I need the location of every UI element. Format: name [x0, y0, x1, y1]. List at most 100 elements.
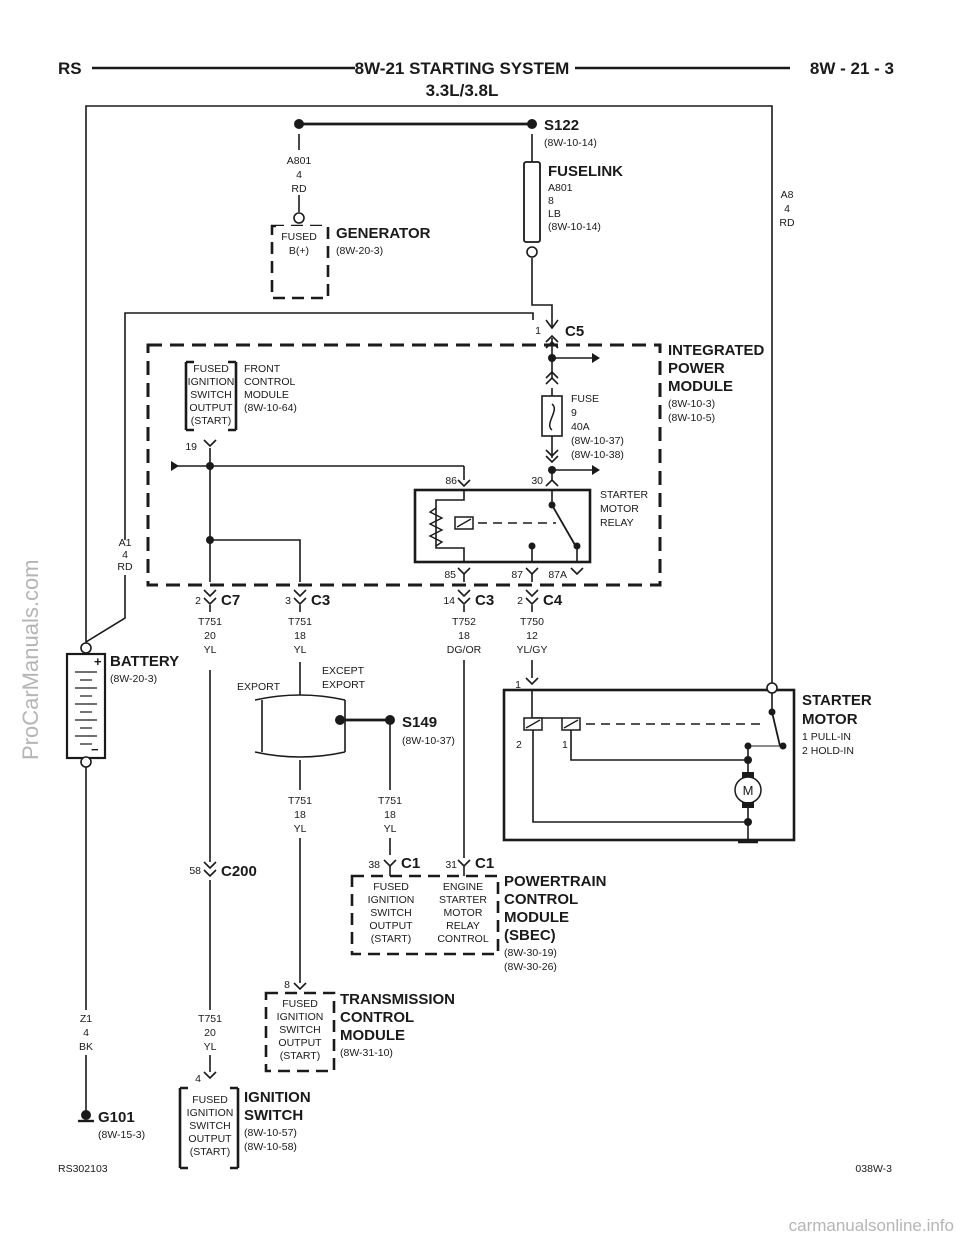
- pcm-pinB-4: RELAY: [446, 920, 480, 932]
- c7-pin: 2: [195, 595, 201, 607]
- t751-c3-color: YL: [294, 644, 307, 656]
- option-export-label: EXPORT: [237, 681, 281, 693]
- ipm-node-fuse: [548, 466, 556, 474]
- relay-pin-87a: 87A: [548, 569, 567, 581]
- wire-label-a1: A1 4 RD: [117, 537, 133, 573]
- tcm-pin-line2: IGNITION: [277, 1011, 324, 1023]
- tcm-pin-chevron: [293, 982, 307, 991]
- s149-right-node: [385, 715, 395, 725]
- wire-label-t751-c7: T751 20 YL: [198, 616, 222, 656]
- connector-c3-b: 14 C3: [443, 589, 494, 609]
- pcm-pinA-2: IGNITION: [368, 894, 415, 906]
- wire-label-a801: A801 4 RD: [287, 155, 312, 195]
- generator-pin-line2: B(+): [289, 245, 309, 257]
- z1-circuit: Z1: [80, 1013, 92, 1025]
- c1b-chevron: [457, 859, 471, 868]
- fuse-9-label: FUSE 9 40A (8W-10-37) (8W-10-38): [571, 393, 624, 461]
- fuse-9-name: FUSE: [571, 393, 599, 405]
- ipm-node-top: [548, 354, 556, 362]
- battery-case: [65, 652, 107, 760]
- ign-name-1: IGNITION: [244, 1089, 311, 1106]
- ign-ref-1: (8W-10-57): [244, 1127, 297, 1139]
- page-footer: RS302103 038W-3: [58, 1163, 892, 1175]
- generator-ref: (8W-20-3): [336, 245, 383, 257]
- side-watermark: ProCarManuals.com: [18, 559, 43, 760]
- t751-tcm-circuit: T751: [288, 795, 312, 807]
- relay-87-chevron: [525, 567, 539, 576]
- starter-b-terminal: [766, 682, 778, 694]
- c3b-symbol: [457, 589, 471, 606]
- fcm-pin-line3: SWITCH: [190, 389, 231, 401]
- g101-name: G101: [98, 1109, 135, 1126]
- tcm-pin-number: 8: [284, 979, 290, 991]
- relay-30-chevron: [545, 478, 559, 487]
- fuse-9-ref-1: (8W-10-37): [571, 435, 624, 447]
- starter-note-1: 1 PULL-IN: [802, 731, 851, 743]
- c3a-name: C3: [311, 592, 330, 609]
- wire-option-bottom: [254, 751, 346, 758]
- wire-fuselink-to-c5: [531, 258, 553, 328]
- option-except-label-1: EXCEPT: [322, 665, 365, 677]
- z1-color: BK: [79, 1041, 93, 1053]
- wire-label-t750: T750 12 YL/GY: [517, 616, 548, 656]
- relay-87a-chevron: [570, 567, 584, 576]
- splice-s122: S122 (8W-10-14): [294, 117, 597, 149]
- fcm-pin-line2: IGNITION: [188, 376, 235, 388]
- powertrain-control-module: 38 C1 31 C1 FUSED IGNITION SWITCH OUTPUT…: [350, 855, 607, 973]
- fcm-bracket: [184, 360, 238, 432]
- t751-s149-gauge: 18: [384, 809, 396, 821]
- a1-circuit: A1: [119, 537, 132, 549]
- starter-name-1: STARTER: [802, 692, 872, 709]
- c3a-symbol: [293, 589, 307, 606]
- relay-86-chevron: [457, 479, 471, 488]
- relay-box: [413, 488, 592, 564]
- battery-cells: [75, 671, 97, 745]
- pcm-box: [350, 874, 500, 956]
- t751-ign-color: YL: [204, 1041, 217, 1053]
- battery: + − BATTERY (8W-20-3): [65, 642, 179, 768]
- s122-ref: (8W-10-14): [544, 137, 597, 149]
- fuselink-color: LB: [548, 208, 561, 220]
- page-header: RS 8W-21 STARTING SYSTEM 8W - 21 - 3 3.3…: [58, 59, 894, 100]
- ign-pin-chevron: [203, 1071, 217, 1080]
- header-left: RS: [58, 59, 82, 78]
- ipm-ref-1: (8W-10-3): [668, 398, 715, 410]
- t751-tcm-color: YL: [294, 823, 307, 835]
- wire-label-z1: Z1 4 BK: [79, 1013, 93, 1053]
- tcm-pin-line5: (START): [280, 1050, 320, 1062]
- pcm-ref-2: (8W-30-26): [504, 961, 557, 973]
- battery-ref: (8W-20-3): [110, 673, 157, 685]
- t752-color: DG/OR: [447, 644, 482, 656]
- generator-terminal: [293, 212, 305, 224]
- c7-symbol: [203, 589, 217, 606]
- generator-name: GENERATOR: [336, 225, 431, 242]
- starter-name-2: MOTOR: [802, 711, 858, 728]
- tcm-label-bg: [270, 995, 330, 1067]
- ign-pin-line2: IGNITION: [187, 1107, 234, 1119]
- fuse-9-number: 9: [571, 407, 577, 419]
- t751-c3-circuit: T751: [288, 616, 312, 628]
- z1-gauge: 4: [83, 1027, 89, 1039]
- relay-name-2: MOTOR: [600, 503, 639, 515]
- ipm-name-1: INTEGRATED: [668, 342, 765, 359]
- c5-name: C5: [565, 323, 584, 340]
- starter-pin1-chevron: [525, 677, 539, 686]
- starter-node-pull: [744, 756, 752, 764]
- starter-brush-bottom: [742, 802, 754, 808]
- fuse-9-element: [549, 403, 555, 431]
- wire-label-t752: T752 18 DG/OR: [447, 616, 482, 656]
- footer-figure-id: RS302103: [58, 1163, 108, 1175]
- c1b-name: C1: [475, 855, 494, 872]
- tcm-name-2: CONTROL: [340, 1009, 414, 1026]
- t751-ign-gauge: 20: [204, 1027, 216, 1039]
- battery-name: BATTERY: [110, 653, 179, 670]
- ign-pin-line3: SWITCH: [189, 1120, 230, 1132]
- ipm-name-2: POWER: [668, 360, 725, 377]
- battery-positive-terminal: [80, 642, 92, 654]
- fuse-9-rating: 40A: [571, 421, 590, 433]
- wire-a1-upper: [124, 312, 534, 540]
- t751-c7-gauge: 20: [204, 630, 216, 642]
- t751-s149-circuit: T751: [378, 795, 402, 807]
- ipm-ref-2: (8W-10-5): [668, 412, 715, 424]
- generator-label-bg: [276, 226, 324, 260]
